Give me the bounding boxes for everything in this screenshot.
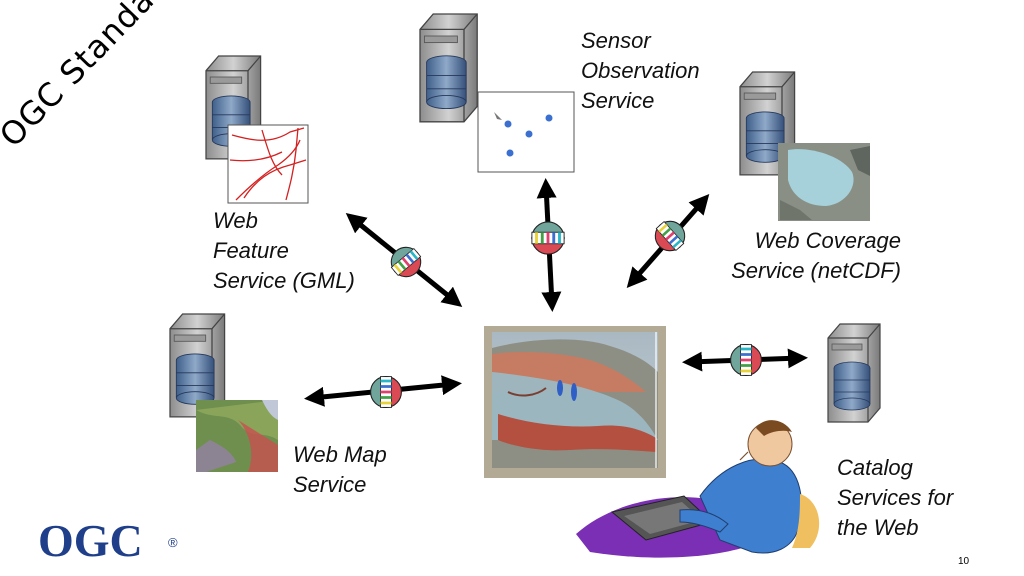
central-3d-map: [484, 326, 666, 478]
label-wms: Web Map Service: [293, 442, 387, 497]
wfs-server: [205, 55, 309, 204]
sensor-points: [494, 112, 553, 157]
connector-icon: [530, 220, 566, 256]
label-wcs: Web Coverage Service (netCDF): [731, 228, 901, 283]
label-csw: Catalog Services for the Web: [837, 455, 954, 540]
user-at-computer-icon: [576, 420, 820, 558]
coverage-image: [778, 143, 870, 221]
wcs-server: [739, 71, 870, 221]
label-wfs: Web Feature Service (GML): [213, 208, 355, 293]
road-network-map: [229, 127, 307, 201]
csw-server: [827, 323, 881, 423]
sos-server: [419, 13, 575, 173]
web-map-image: [196, 400, 278, 472]
label-sos: Sensor Observation Service: [581, 28, 700, 113]
wms-server: [169, 313, 278, 472]
connector-icon: [729, 343, 763, 377]
page-number: 10: [958, 556, 970, 567]
registered-mark: ®: [168, 535, 178, 550]
ogc-logo: OGC: [38, 515, 143, 566]
connector-icon: [369, 375, 403, 409]
